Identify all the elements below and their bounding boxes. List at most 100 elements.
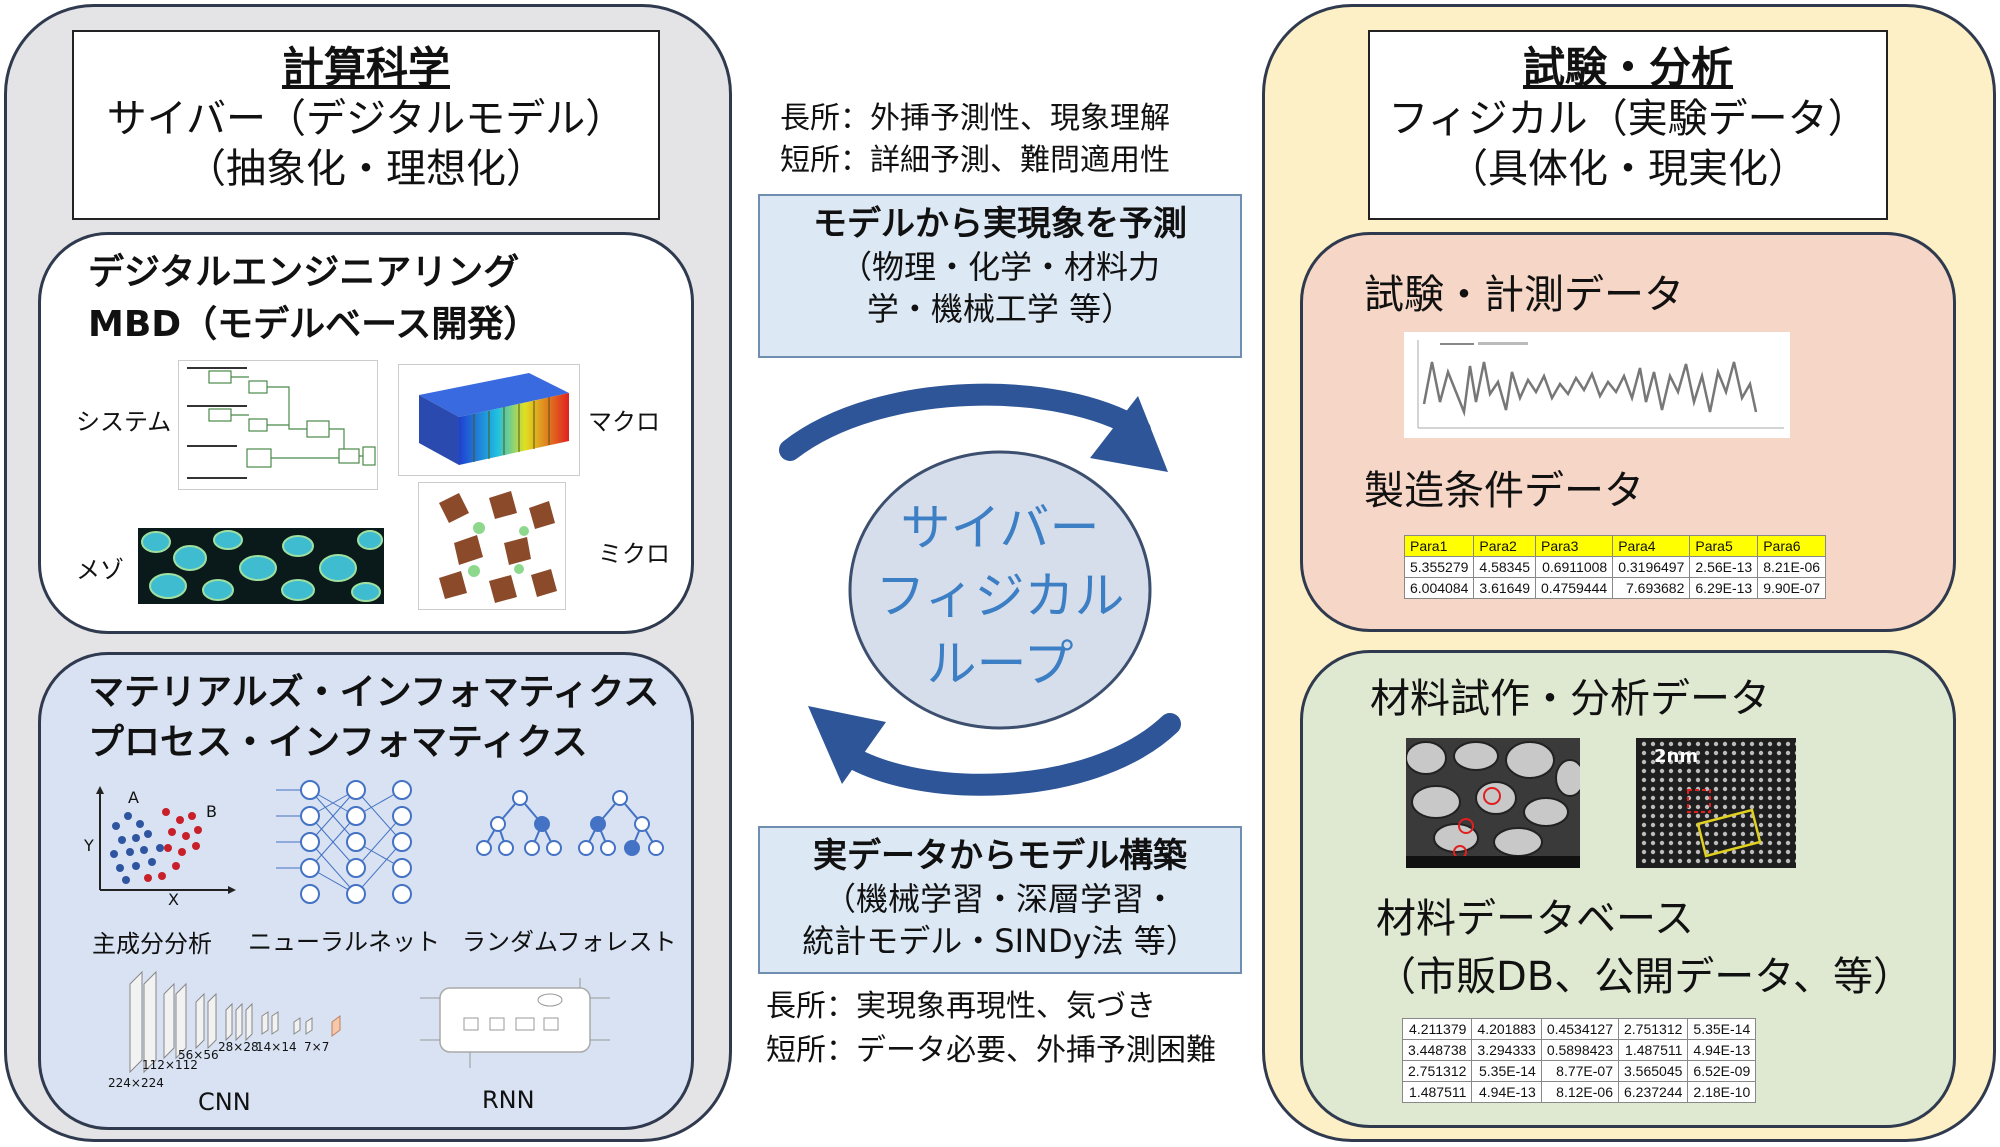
lattice-dot	[1740, 777, 1746, 783]
particle	[1493, 827, 1543, 857]
rnn-gate	[543, 1017, 559, 1031]
cluster-b-point	[194, 826, 202, 834]
lattice-dot	[1641, 840, 1647, 846]
octahedron	[529, 501, 555, 529]
waveform-trace	[1422, 361, 1758, 417]
cnn-size-56: 56×56	[178, 1048, 219, 1062]
lattice-dot	[1776, 804, 1782, 810]
loop-label: サイバー フィジカル ループ	[850, 494, 1150, 698]
macro-simulation-image	[398, 364, 580, 476]
particle	[1505, 741, 1555, 779]
database-table-cell: 4.201883	[1471, 1018, 1542, 1040]
loop-ellipse	[848, 450, 1152, 730]
lattice-dot	[1713, 795, 1719, 801]
lattice-dot	[1767, 849, 1773, 855]
block-6	[306, 420, 330, 438]
lattice-dot	[1695, 849, 1701, 855]
lattice-dot	[1722, 768, 1728, 774]
lattice-dot	[1794, 823, 1796, 827]
cnn-layer	[261, 1011, 269, 1035]
cluster-b-point	[168, 828, 176, 836]
cnn-diagram	[129, 970, 341, 1074]
cluster-a-point	[110, 850, 118, 858]
parameter-table-header-cell: Para2	[1473, 535, 1537, 557]
rf-node	[512, 790, 528, 806]
cyber-physical-loop-graphic	[779, 383, 1181, 796]
database-table-cell: 3.448738	[1401, 1039, 1473, 1061]
lattice-dot	[1785, 858, 1791, 864]
lattice-dot	[1785, 813, 1791, 819]
lattice-dot	[1641, 777, 1647, 783]
tem-red-box	[1687, 789, 1711, 813]
nn-node	[392, 832, 412, 852]
lattice-dot	[1668, 777, 1674, 783]
lattice-dot	[1659, 786, 1665, 792]
lattice-dot	[1785, 822, 1791, 828]
lattice-dot	[1659, 741, 1665, 747]
database-table-cell: 2.751312	[1617, 1018, 1689, 1040]
lattice-dot	[1704, 768, 1710, 774]
cluster-b-point	[188, 812, 196, 820]
database-table-cell: 0.5898423	[1540, 1039, 1620, 1061]
rf-node	[546, 840, 562, 856]
system-diagram-svg	[187, 367, 376, 479]
nn-node	[300, 780, 320, 800]
lattice-dot	[1704, 777, 1710, 783]
lattice-dot	[1776, 759, 1782, 765]
lattice-dot	[1641, 741, 1647, 747]
lattice-dot	[1668, 831, 1674, 837]
lattice-dot	[1740, 831, 1746, 837]
lattice-dot	[1668, 813, 1674, 819]
lattice-dot	[1677, 849, 1683, 855]
lower-arc-arrowhead	[808, 706, 886, 784]
tem-lattice-image: 2nm	[1636, 738, 1796, 868]
block-7	[338, 448, 360, 464]
pca-y-label: Y	[84, 836, 94, 855]
grain	[351, 582, 381, 602]
upper-arc-arrowhead	[1090, 396, 1168, 472]
lattice-dot	[1722, 750, 1728, 756]
parameter-table-header-cell: Para6	[1757, 535, 1827, 557]
lattice-dot	[1713, 741, 1719, 747]
lattice-dot	[1659, 777, 1665, 783]
cluster-a-point	[118, 836, 126, 844]
lattice-dot	[1794, 769, 1796, 773]
parameter-table-header-cell: Para4	[1612, 535, 1691, 557]
parameter-table-cell: 6.004084	[1403, 577, 1475, 599]
build-model-heading: 実データからモデル構築	[813, 836, 1187, 876]
cluster-a-point	[126, 848, 134, 856]
parameter-table-cell: 0.4759444	[1535, 577, 1614, 599]
lattice-dot	[1740, 858, 1746, 864]
lattice-dot	[1713, 831, 1719, 837]
database-table-cell: 1.487511	[1401, 1081, 1473, 1103]
upper-arc-arrow-shaft	[779, 383, 1151, 461]
loop-label-line2: フィジカル	[875, 567, 1125, 625]
block-3	[208, 408, 232, 422]
lattice-dot	[1767, 786, 1773, 792]
tem-svg	[1641, 741, 1796, 864]
nn-node	[346, 806, 366, 826]
block-4	[248, 418, 268, 432]
lattice-dot	[1749, 741, 1755, 747]
database-table-cell: 3.294333	[1471, 1039, 1542, 1061]
lattice-dot	[1722, 822, 1728, 828]
lattice-dot	[1758, 831, 1764, 837]
lattice-dot	[1749, 858, 1755, 864]
sem-marker-circle	[1458, 818, 1474, 834]
lattice-dot	[1776, 831, 1782, 837]
parameter-table-cell: 5.355279	[1403, 556, 1475, 578]
lattice-dot	[1650, 804, 1656, 810]
nn-node	[300, 832, 320, 852]
cluster-b-point	[162, 808, 170, 816]
lattice-dot	[1758, 822, 1764, 828]
macro-cell-lines	[473, 397, 550, 462]
data-pros: 長所：実現象再現性、気づき	[766, 989, 1156, 1024]
lattice-dot	[1677, 831, 1683, 837]
cnn-layer	[163, 982, 175, 1060]
lattice-dot	[1650, 858, 1656, 864]
lattice-dot	[1641, 795, 1647, 801]
model-cons: 短所：詳細予測、難問適用性	[780, 143, 1170, 178]
rf-node	[498, 840, 514, 856]
